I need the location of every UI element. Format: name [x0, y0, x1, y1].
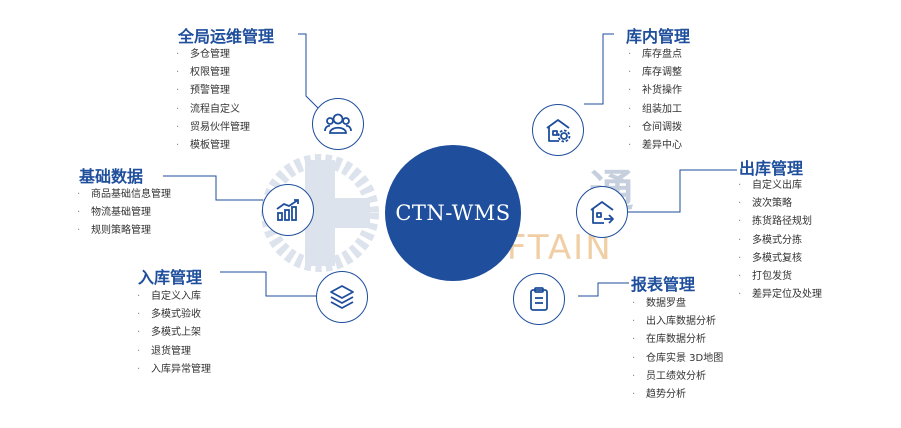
layers-icon: [316, 271, 368, 323]
list-item: 退货管理: [137, 343, 211, 361]
center-title: CTN-WMS: [395, 201, 511, 225]
reports-list: 数据罗盘 出入库数据分析 在库数据分析 仓库实景 3D地图 员工绩效分析 趋势分…: [632, 295, 723, 404]
list-item: 波次策略: [738, 195, 822, 213]
global-ops-list: 多仓管理 权限管理 预警管理 流程自定义 贸易伙伴管理 模板管理: [176, 46, 250, 155]
list-item: 库存调整: [628, 64, 682, 82]
list-item: 流程自定义: [176, 101, 250, 119]
outbound-title: 出库管理: [739, 159, 804, 178]
list-item: 仓库实景 3D地图: [632, 350, 723, 368]
inventory-list: 库存盘点 库存调整 补货操作 组装加工 仓间调拨 差异中心: [628, 46, 682, 155]
list-item: 组装加工: [628, 101, 682, 119]
warehouse-gear-icon: [532, 104, 584, 156]
list-item: 打包发货: [738, 268, 822, 286]
inbound-title: 入库管理: [138, 268, 203, 287]
list-item: 数据罗盘: [632, 295, 723, 313]
list-item: 多模式上架: [137, 324, 211, 342]
list-item: 贸易伙伴管理: [176, 119, 250, 137]
bar-chart-icon: [262, 184, 314, 236]
list-item: 模板管理: [176, 137, 250, 155]
inventory-title: 库内管理: [626, 27, 691, 46]
outbound-list: 自定义出库 波次策略 拣货路径规划 多模式分拣 多模式复核 打包发货 差异定位及…: [738, 177, 822, 304]
list-item: 入库异常管理: [137, 361, 211, 379]
list-item: 多仓管理: [176, 46, 250, 64]
list-item: 多模式验收: [137, 306, 211, 324]
list-item: 规则策略管理: [77, 222, 171, 240]
clipboard-icon: [513, 273, 565, 325]
warehouse-out-icon: [576, 186, 628, 238]
list-item: 预警管理: [176, 82, 250, 100]
list-item: 多模式分拣: [738, 232, 822, 250]
list-item: 趋势分析: [632, 386, 723, 404]
list-item: 拣货路径规划: [738, 213, 822, 231]
list-item: 在库数据分析: [632, 331, 723, 349]
base-data-title: 基础数据: [79, 167, 144, 186]
list-item: 差异中心: [628, 137, 682, 155]
list-item: 自定义出库: [738, 177, 822, 195]
list-item: 库存盘点: [628, 46, 682, 64]
list-item: 出入库数据分析: [632, 313, 723, 331]
reports-title: 报表管理: [631, 275, 696, 294]
list-item: 仓间调拨: [628, 119, 682, 137]
users-icon: [312, 98, 364, 150]
center-circle: CTN-WMS: [385, 145, 521, 281]
inbound-list: 自定义入库 多模式验收 多模式上架 退货管理 入库异常管理: [137, 288, 211, 379]
list-item: 多模式复核: [738, 250, 822, 268]
list-item: 补货操作: [628, 82, 682, 100]
list-item: 差异定位及处理: [738, 286, 822, 304]
base-data-list: 商品基础信息管理 物流基础管理 规则策略管理: [77, 186, 171, 241]
list-item: 物流基础管理: [77, 204, 171, 222]
list-item: 权限管理: [176, 64, 250, 82]
list-item: 商品基础信息管理: [77, 186, 171, 204]
list-item: 员工绩效分析: [632, 368, 723, 386]
list-item: 自定义入库: [137, 288, 211, 306]
global-ops-title: 全局运维管理: [178, 27, 275, 46]
